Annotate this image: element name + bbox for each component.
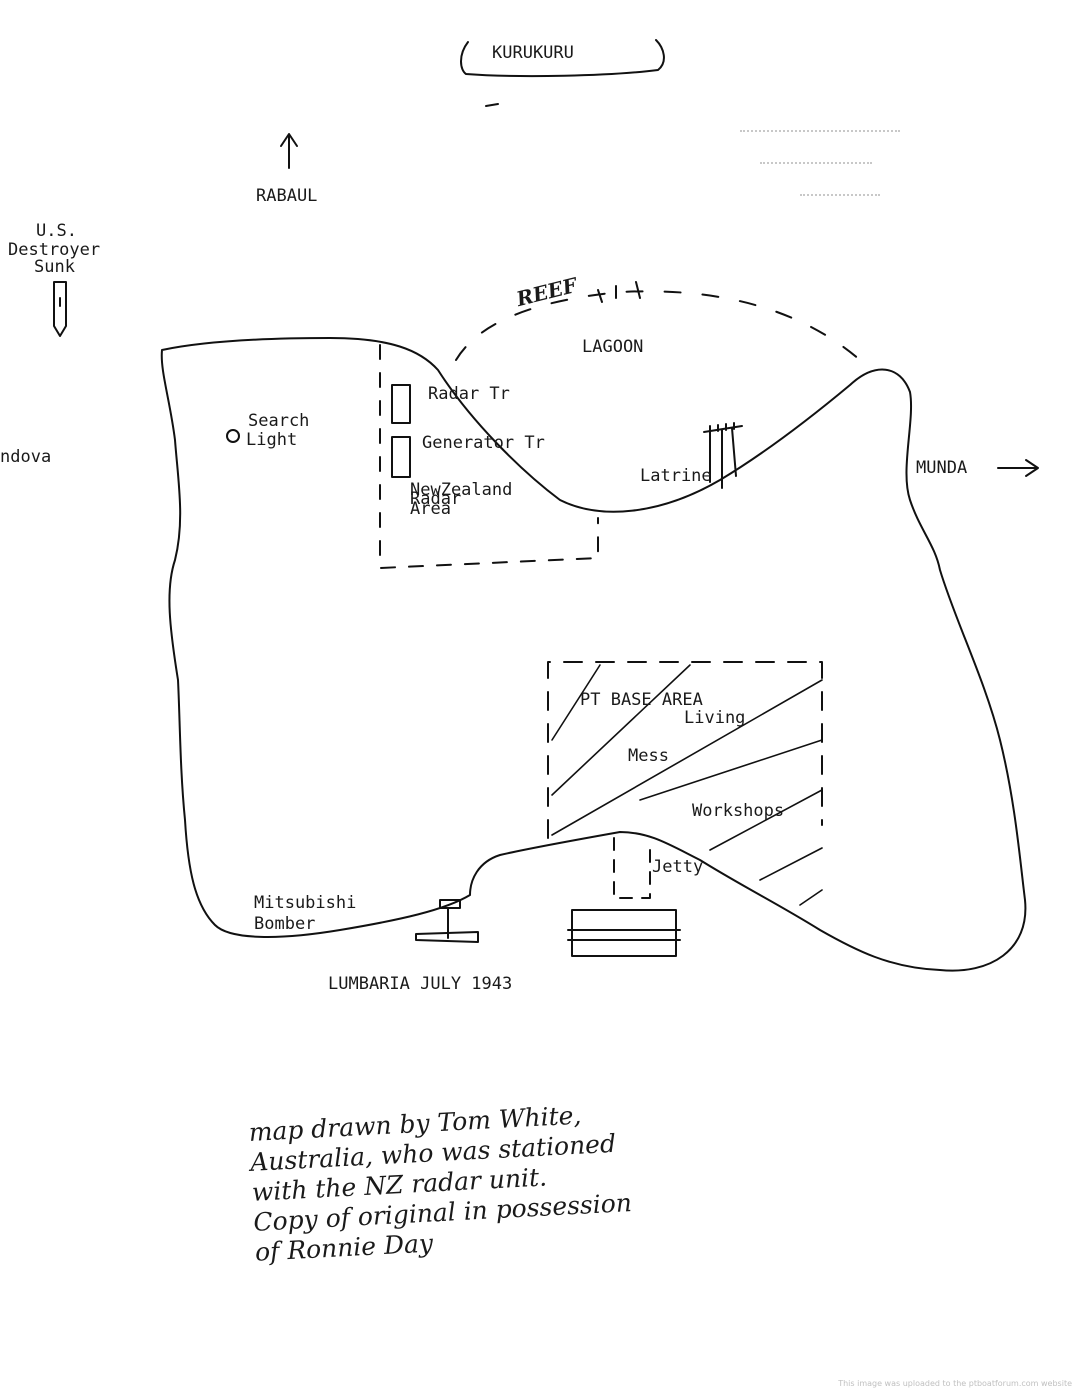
plane-icon bbox=[415, 899, 479, 943]
mitsubishi-label-1: Mitsubishi bbox=[254, 893, 357, 913]
jetty-boundary bbox=[613, 837, 651, 899]
munda-label: MUNDA bbox=[916, 458, 968, 478]
handwritten-note: map drawn by Tom White, Australia, who w… bbox=[248, 1098, 634, 1268]
rendova-label: ndova bbox=[0, 447, 52, 467]
ship-icon bbox=[53, 281, 67, 337]
radar-tr-label: Radar Tr bbox=[428, 384, 510, 404]
latrine-icon bbox=[703, 422, 743, 489]
search-light-label-1: Search bbox=[248, 411, 310, 431]
watermark-footer: This image was uploaded to the ptboatfor… bbox=[838, 1379, 1072, 1388]
circle-icon bbox=[226, 429, 240, 443]
nz-radar-label-2: Radar bbox=[410, 489, 462, 509]
rabaul-label: RABAUL bbox=[256, 186, 318, 206]
nz-radar-boundary bbox=[379, 344, 599, 569]
nz-radar-label-1: NewZealand bbox=[410, 480, 513, 500]
pt-base-label: PT BASE AREA bbox=[580, 690, 703, 710]
pt-base-hatching bbox=[551, 664, 823, 906]
mitsubishi-label-2: Bomber bbox=[254, 914, 316, 934]
destroyer-label-1: U.S. bbox=[36, 221, 77, 241]
bleed-through-marks bbox=[740, 120, 900, 240]
island-outline bbox=[160, 337, 1027, 972]
destroyer-label-2: Destroyer bbox=[8, 240, 101, 260]
mess-label: Mess bbox=[628, 746, 669, 766]
kurukuru-island bbox=[460, 39, 665, 78]
arrow-up-icon bbox=[280, 133, 298, 169]
reef-line bbox=[455, 290, 861, 361]
dock-icon bbox=[567, 909, 681, 957]
generator-tr-label: Generator Tr bbox=[422, 433, 545, 453]
kurukuru-label: KURUKURU bbox=[492, 43, 574, 63]
radar-trailer bbox=[391, 384, 411, 424]
workshops-label: Workshops bbox=[692, 801, 785, 821]
search-light-label-2: Light bbox=[246, 430, 298, 450]
lagoon-label: LAGOON bbox=[582, 337, 644, 357]
generator-trailer bbox=[391, 436, 411, 478]
nz-radar-label-3: Area bbox=[410, 499, 451, 519]
map-caption: LUMBARIA JULY 1943 bbox=[328, 974, 513, 994]
latrine-label: Latrine bbox=[640, 466, 712, 486]
arrow-right-icon bbox=[997, 459, 1039, 477]
jetty-label: Jetty bbox=[652, 857, 704, 877]
living-label: Living bbox=[684, 708, 746, 728]
destroyer-label-3: Sunk bbox=[34, 257, 75, 277]
